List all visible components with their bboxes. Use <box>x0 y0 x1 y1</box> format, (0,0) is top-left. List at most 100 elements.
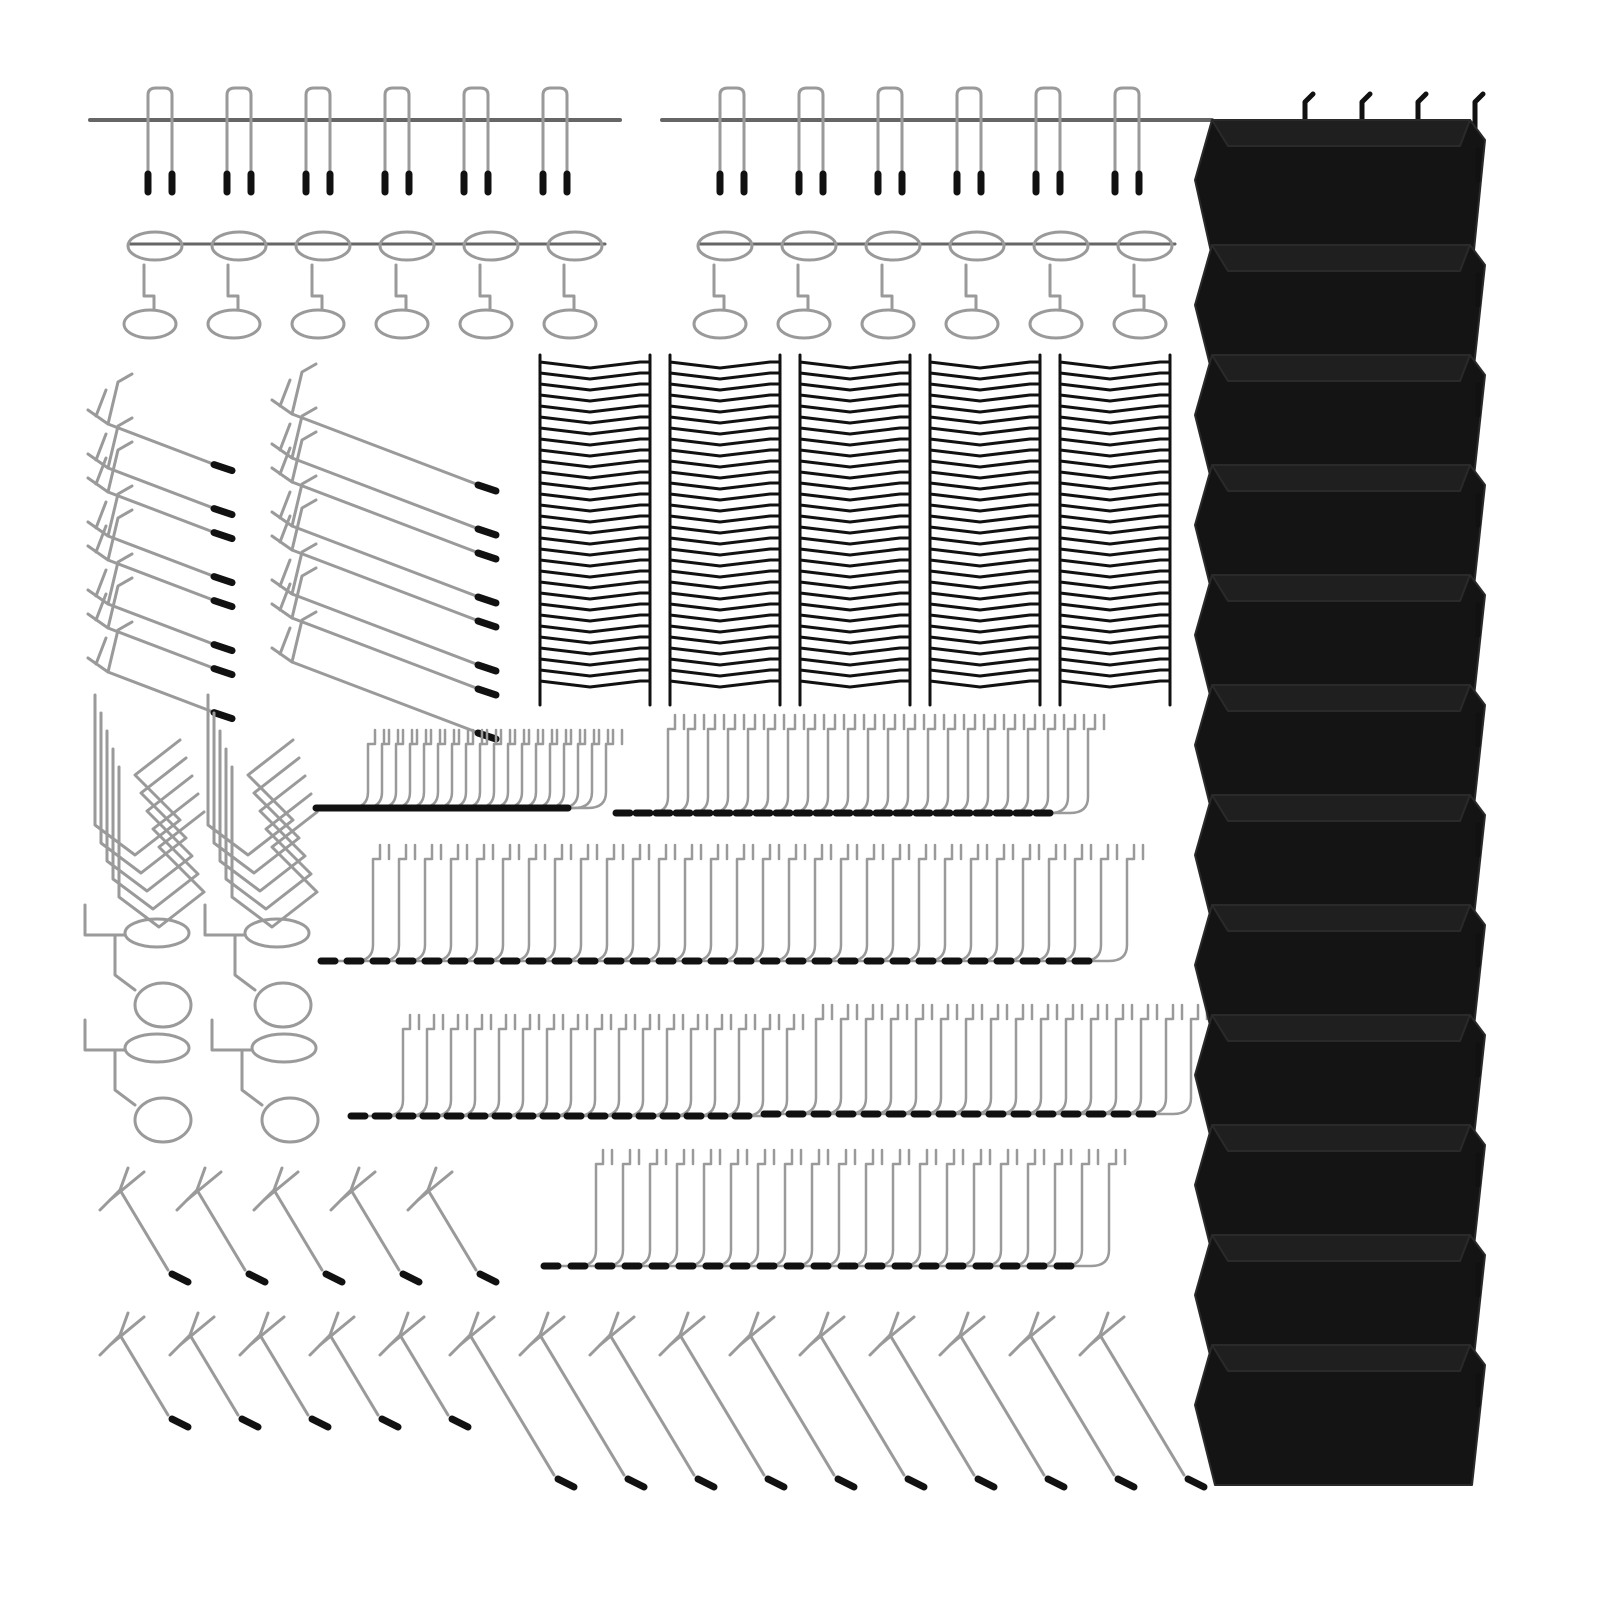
peg-lock-strip <box>928 437 1042 447</box>
j-hook <box>1019 843 1093 965</box>
peg-lock-strip <box>538 514 652 524</box>
peg-lock-strip <box>1058 591 1172 601</box>
single-ring-holder <box>1112 263 1168 340</box>
double-prong-hook <box>93 693 182 857</box>
j-hook <box>729 1148 803 1270</box>
single-ring-holder <box>122 263 178 340</box>
peg-lock-strip <box>928 635 1042 645</box>
j-hook-wire <box>739 843 798 963</box>
j-hook-wire <box>627 1148 686 1268</box>
short-straight-hook <box>168 1311 262 1431</box>
short-hook-mount-2 <box>738 1315 776 1347</box>
j-hook-wire <box>735 1148 794 1268</box>
peg-lock-strip <box>798 514 912 524</box>
j-hook <box>810 1003 884 1118</box>
hook-arm <box>290 548 494 628</box>
peg-lock-strip <box>928 448 1042 458</box>
hook-mount <box>270 406 318 460</box>
bar-hook <box>302 86 334 196</box>
straight-hook-medium <box>86 440 236 543</box>
peg-lock-strip <box>538 602 652 612</box>
peg-lock-strip <box>1058 393 1172 403</box>
storage-bin <box>1194 354 1486 496</box>
j-hook-wire <box>654 1148 713 1268</box>
hook-mount <box>86 484 134 538</box>
j-hook <box>648 1148 722 1270</box>
hook-mount <box>86 440 134 494</box>
j-hook-wire <box>766 1003 825 1116</box>
peg-lock-strip <box>928 382 1042 392</box>
short-straight-hooks <box>98 1166 1208 1491</box>
storage-bin <box>1194 91 1486 271</box>
peg-lock-strip <box>798 591 912 601</box>
peg-lock-strip <box>668 536 782 546</box>
j-hook-wire <box>941 1003 1000 1116</box>
hook-arm <box>106 534 230 584</box>
peg-lock-strip <box>798 635 912 645</box>
peg-lock-strip <box>928 613 1042 623</box>
ring-hook-upper-ring <box>243 917 311 949</box>
j-hook <box>733 843 807 965</box>
j-hook <box>945 1148 1019 1270</box>
peg-lock-strip <box>538 492 652 502</box>
short-hook-arm <box>1028 1333 1116 1477</box>
j-hook-wire <box>897 1148 956 1268</box>
storage-bin <box>1194 1234 1486 1376</box>
peg-lock-strip <box>798 426 912 436</box>
straight-hook-medium <box>86 552 236 655</box>
hook-arm <box>106 466 230 516</box>
double-prong-hook <box>111 747 200 911</box>
j-hook <box>421 843 495 965</box>
ring-hook-lower-ring <box>253 981 313 1029</box>
peg-lock-strip <box>668 525 782 535</box>
j-hook-wire <box>573 1148 632 1268</box>
short-hook-arm <box>468 1333 556 1477</box>
bar-hook <box>953 86 985 196</box>
rubber-tip <box>834 1475 858 1491</box>
short-straight-hook <box>175 1166 269 1286</box>
j-hook <box>707 843 781 965</box>
rubber-tip <box>474 685 500 699</box>
short-hook-arm <box>748 1333 836 1477</box>
short-hook-mount-2 <box>808 1315 846 1347</box>
peg-lock-strip <box>798 547 912 557</box>
bar-ring <box>210 230 268 262</box>
j-hook-wire <box>951 1148 1010 1268</box>
double-prong-hook <box>206 693 295 857</box>
j-hook <box>629 843 703 965</box>
peg-lock-strip <box>1058 459 1172 469</box>
straight-hook-medium <box>86 484 236 587</box>
hook-mount <box>86 552 134 606</box>
bar-ring <box>696 230 754 262</box>
j-hook-wire <box>866 1003 925 1116</box>
rubber-tip <box>1114 1475 1138 1491</box>
rubber-tip <box>210 641 236 655</box>
peg-lock-strip <box>798 602 912 612</box>
j-hook <box>499 843 573 965</box>
peg-lock-strip <box>798 536 912 546</box>
j-hook <box>702 1148 776 1270</box>
peg-lock-strip <box>668 393 782 403</box>
single-ring <box>374 308 430 340</box>
peg-lock-strip <box>668 415 782 425</box>
ring-hooks <box>83 903 320 1144</box>
j-hook <box>550 728 624 812</box>
peg-lock-strip <box>538 591 652 601</box>
short-hook-mount-2 <box>1088 1315 1126 1347</box>
short-hook-arm <box>195 1188 247 1272</box>
storage-bin <box>1194 1344 1486 1486</box>
straight-hook-long <box>270 406 500 539</box>
l-hook-row-top <box>612 713 1106 817</box>
j-hook-wire <box>762 1148 821 1268</box>
j-hook <box>675 1148 749 1270</box>
rubber-tip <box>474 661 500 675</box>
j-hook-row-small <box>312 728 624 812</box>
peg-lock-strip <box>928 481 1042 491</box>
hook-wire <box>541 86 569 192</box>
peg-lock-strip <box>668 470 782 480</box>
hook-mount <box>86 576 134 630</box>
j-hook-wire <box>789 1148 848 1268</box>
j-hook-wire <box>479 843 538 963</box>
bar-hook <box>144 86 176 196</box>
peg-lock-strip <box>1058 503 1172 513</box>
